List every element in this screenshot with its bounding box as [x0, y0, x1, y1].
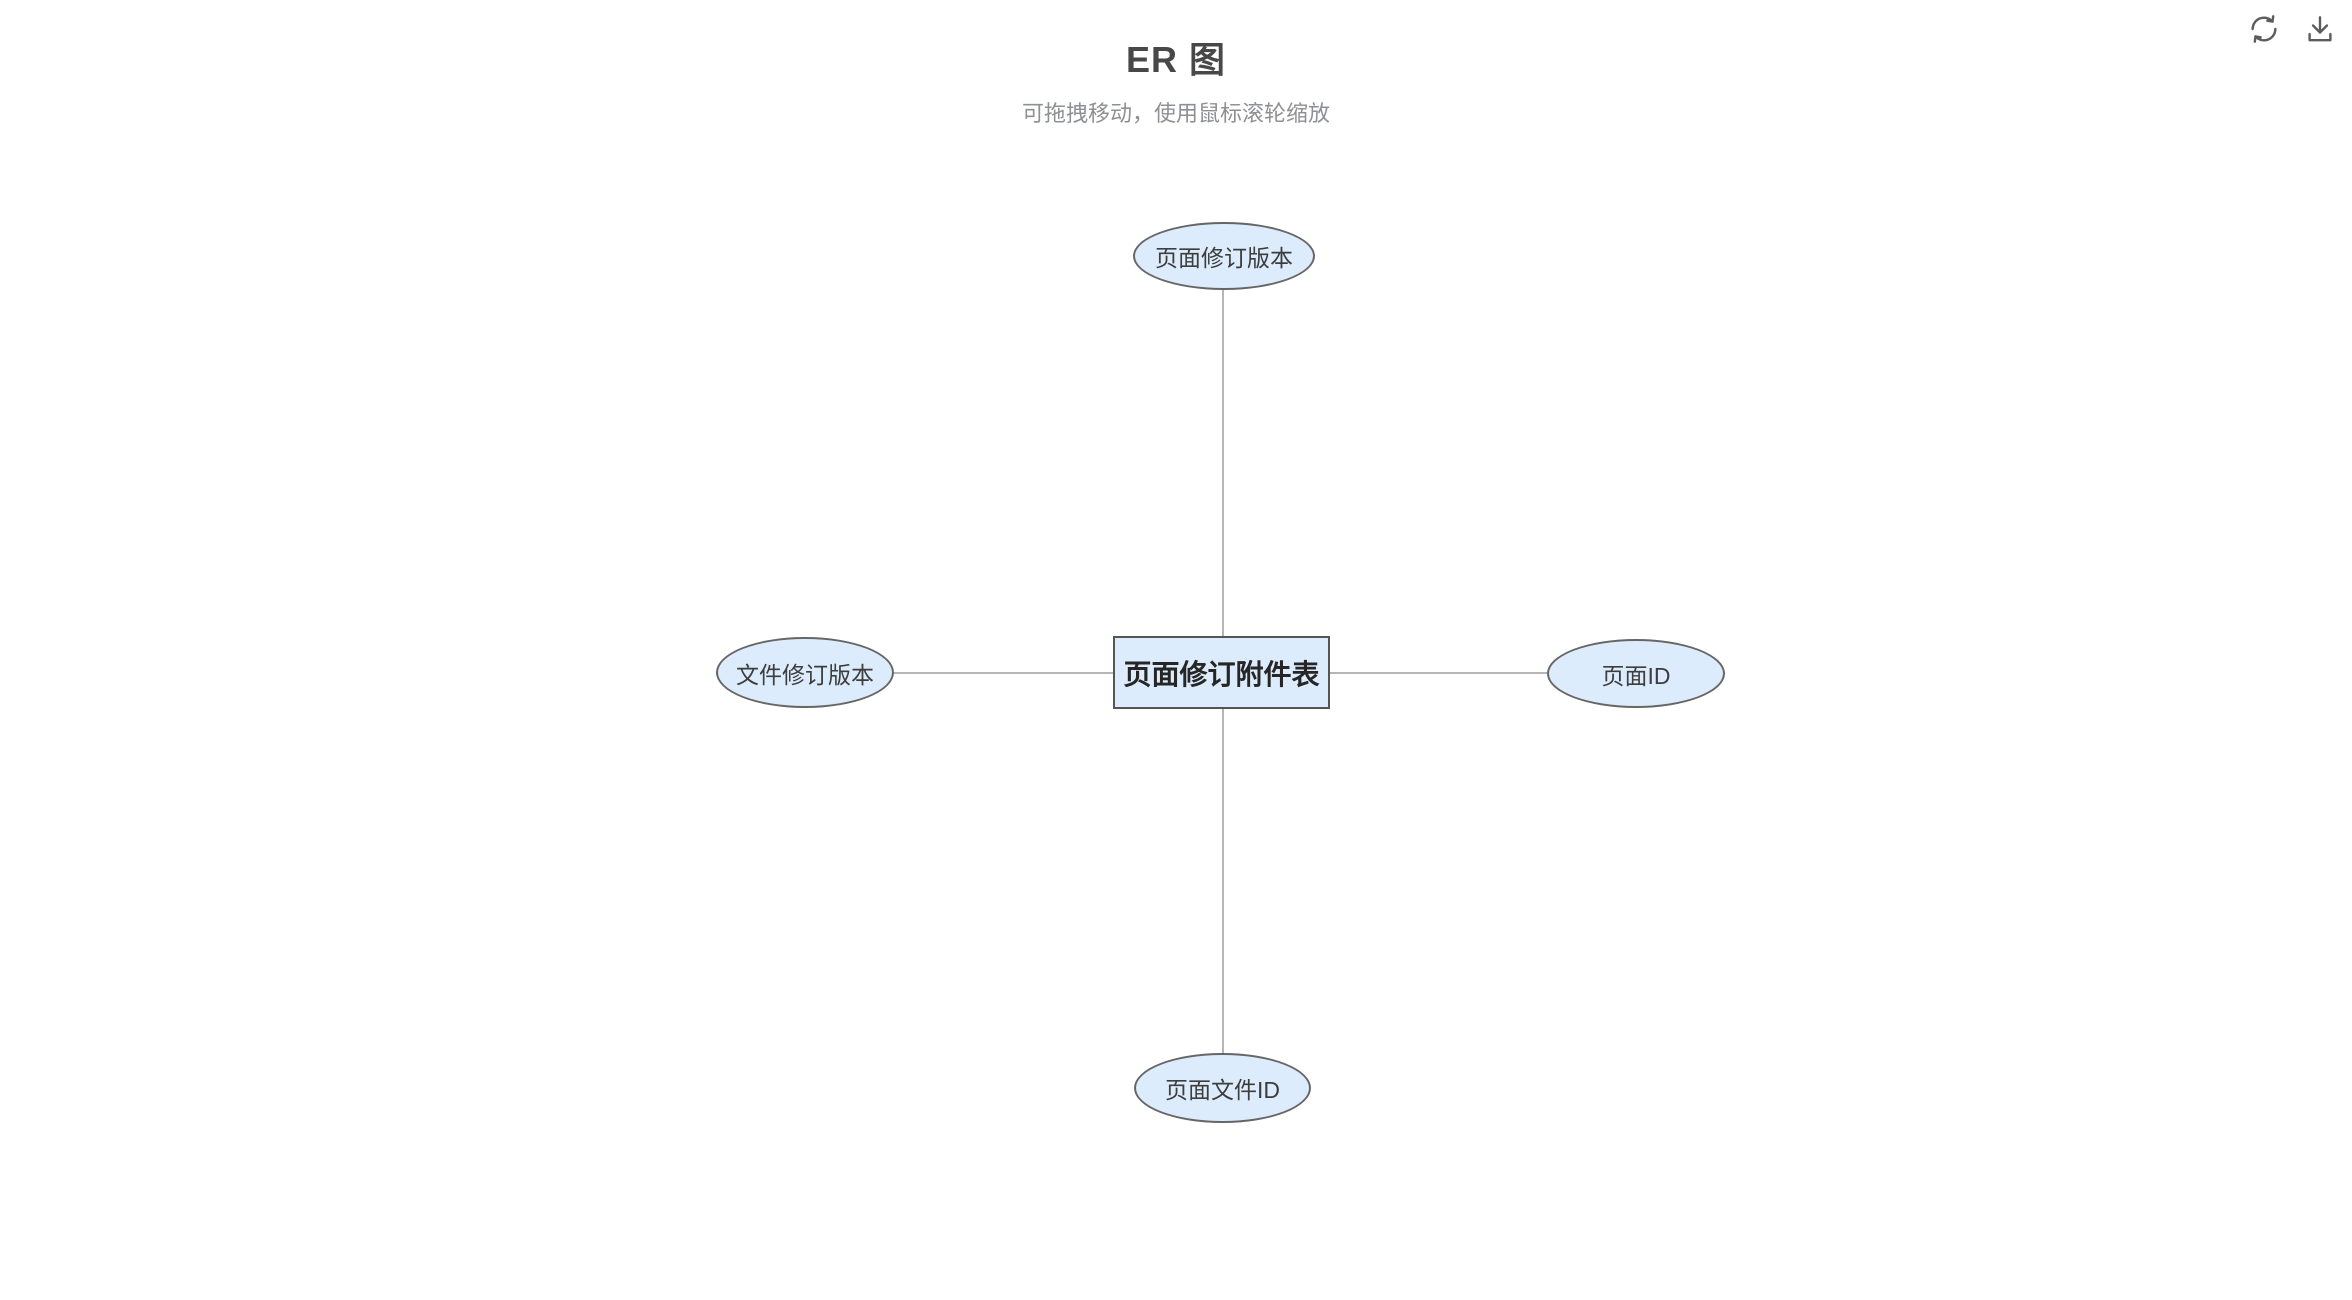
refresh-icon	[2251, 15, 2277, 43]
attribute-node-bottom[interactable]: 页面文件ID	[1134, 1053, 1311, 1123]
toolbar	[2247, 12, 2337, 46]
refresh-button[interactable]	[2247, 12, 2281, 46]
page-title: ER 图	[1125, 39, 1226, 80]
download-button[interactable]	[2303, 12, 2337, 46]
page-subtitle: 可拖拽移动，使用鼠标滚轮缩放	[1021, 101, 1330, 126]
entity-node[interactable]: 页面修订附件表	[1113, 636, 1330, 709]
attribute-node-top[interactable]: 页面修订版本	[1133, 222, 1315, 290]
header: ER 图 可拖拽移动，使用鼠标滚轮缩放	[0, 0, 2352, 129]
attribute-node-right[interactable]: 页面ID	[1547, 639, 1725, 708]
attribute-node-left[interactable]: 文件修订版本	[716, 637, 894, 708]
download-icon	[2308, 16, 2332, 42]
